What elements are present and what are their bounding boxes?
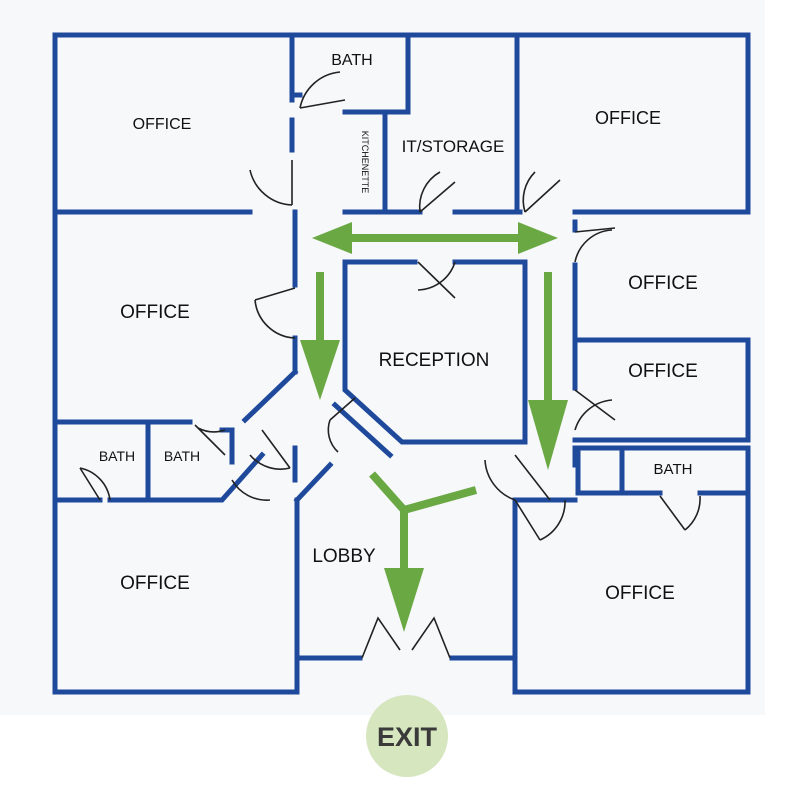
room-office-right-2: OFFICE	[628, 361, 698, 382]
door-it-storage	[418, 171, 456, 213]
door-office-bottom-right	[484, 454, 566, 541]
room-lobby: LOBBY	[312, 546, 376, 567]
room-it-storage: IT/STORAGE	[402, 137, 505, 156]
room-bath-left-2: BATH	[164, 448, 200, 464]
door-bath-top	[299, 71, 346, 109]
door-office-right-2	[574, 389, 616, 431]
room-office-bottom-left: OFFICE	[120, 573, 190, 594]
room-office-right-1: OFFICE	[628, 273, 698, 294]
door-lobby-left	[327, 397, 356, 453]
room-office-bottom-right: OFFICE	[605, 583, 675, 604]
door-office-right-1	[574, 227, 616, 263]
room-office-mid-left: OFFICE	[120, 302, 190, 323]
door-office-mid-left	[254, 287, 296, 339]
room-bath-top: BATH	[331, 52, 372, 69]
doors	[79, 71, 701, 659]
room-bath-left-1: BATH	[99, 448, 135, 464]
door-corridor-left	[231, 429, 291, 501]
walls	[52, 32, 751, 695]
door-exit	[361, 616, 451, 659]
outer-wall	[52, 32, 751, 695]
exit-badge: EXIT	[366, 695, 448, 777]
exit-label: EXIT	[377, 722, 438, 752]
door-office-top-right	[522, 171, 561, 213]
room-labels: OFFICE BATH KITCHENETTE IT/STORAGE OFFIC…	[99, 52, 698, 604]
evacuation-arrows	[300, 222, 568, 632]
door-bath-right	[659, 495, 701, 531]
room-office-top-right: OFFICE	[595, 108, 661, 128]
room-reception: RECEPTION	[379, 350, 490, 371]
door-bath-left-2	[194, 424, 226, 456]
exit-circle	[366, 695, 448, 777]
door-office-top-left	[249, 160, 293, 206]
door-reception	[417, 261, 456, 299]
room-bath-right: BATH	[654, 461, 693, 478]
door-bath-left-1	[79, 467, 111, 501]
room-office-top-left: OFFICE	[133, 116, 192, 133]
room-kitchenette: KITCHENETTE	[360, 131, 370, 194]
